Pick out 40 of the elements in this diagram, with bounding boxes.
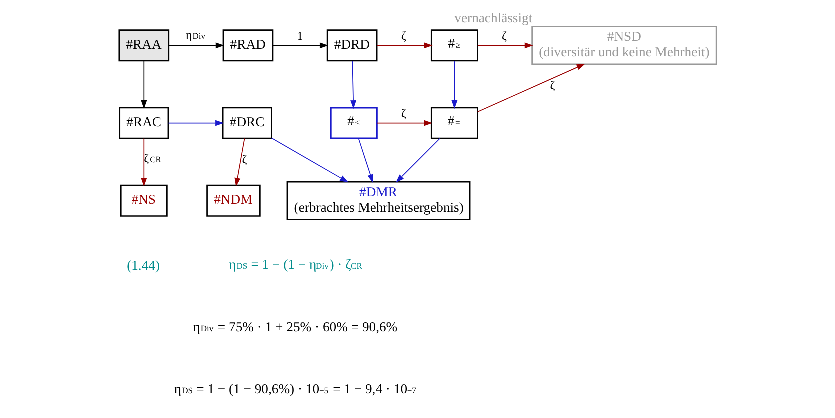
label: (1.44) bbox=[126, 258, 160, 273]
arrow bbox=[376, 120, 432, 126]
arrow bbox=[358, 138, 373, 184]
arrow bbox=[272, 42, 328, 49]
node-box: #NSD (diversitär und keine Mehrheit) bbox=[531, 26, 717, 66]
arrow bbox=[350, 60, 356, 110]
edge-label: ζ bbox=[400, 28, 406, 43]
edge-label: ζ bbox=[550, 78, 555, 92]
arrow bbox=[140, 138, 147, 187]
node-box: #≥ bbox=[430, 30, 478, 62]
edge-label: ζCR bbox=[144, 152, 161, 166]
arrow bbox=[376, 42, 432, 49]
node-box: #RAA bbox=[118, 30, 170, 62]
arrow bbox=[168, 120, 224, 126]
arrow bbox=[451, 60, 458, 110]
arrow bbox=[234, 138, 245, 187]
node-box: #NDM bbox=[206, 184, 260, 217]
node-box: #= bbox=[430, 107, 478, 140]
edge-label: ζ bbox=[502, 28, 506, 43]
arrow bbox=[477, 42, 533, 49]
arrow bbox=[270, 138, 348, 183]
node-box: #DRD bbox=[326, 30, 378, 62]
arrow bbox=[476, 64, 585, 112]
arrow bbox=[168, 42, 224, 49]
label: ηDS = 1 − (1 − 90,6%) · 10−5 = 1 − 9,4 · 10−7 bbox=[174, 382, 416, 397]
label: ηDS = 1 − (1 − ηDiv) · ζCR bbox=[228, 256, 362, 272]
node-box: #NS bbox=[120, 184, 168, 217]
label: ηDiv = 75% · 1 + 25% · 60% = 90,6% bbox=[192, 319, 398, 334]
edge-label: 1 bbox=[296, 28, 303, 43]
node-box: #RAD bbox=[222, 30, 274, 62]
edge-label: ηDiv bbox=[185, 28, 206, 42]
edge-label: ζ bbox=[242, 152, 247, 167]
node-box: #DRC bbox=[222, 107, 272, 140]
arrow bbox=[140, 60, 147, 110]
node-box: #RAC bbox=[118, 107, 169, 140]
edge-label: ζ bbox=[400, 106, 406, 120]
node-box: #DMR (erbrachtes Mehrheitsergebnis) bbox=[286, 181, 470, 220]
node-label: vernachlässigt bbox=[454, 10, 532, 26]
node-box: #≤ bbox=[330, 107, 378, 140]
arrow bbox=[395, 138, 440, 183]
